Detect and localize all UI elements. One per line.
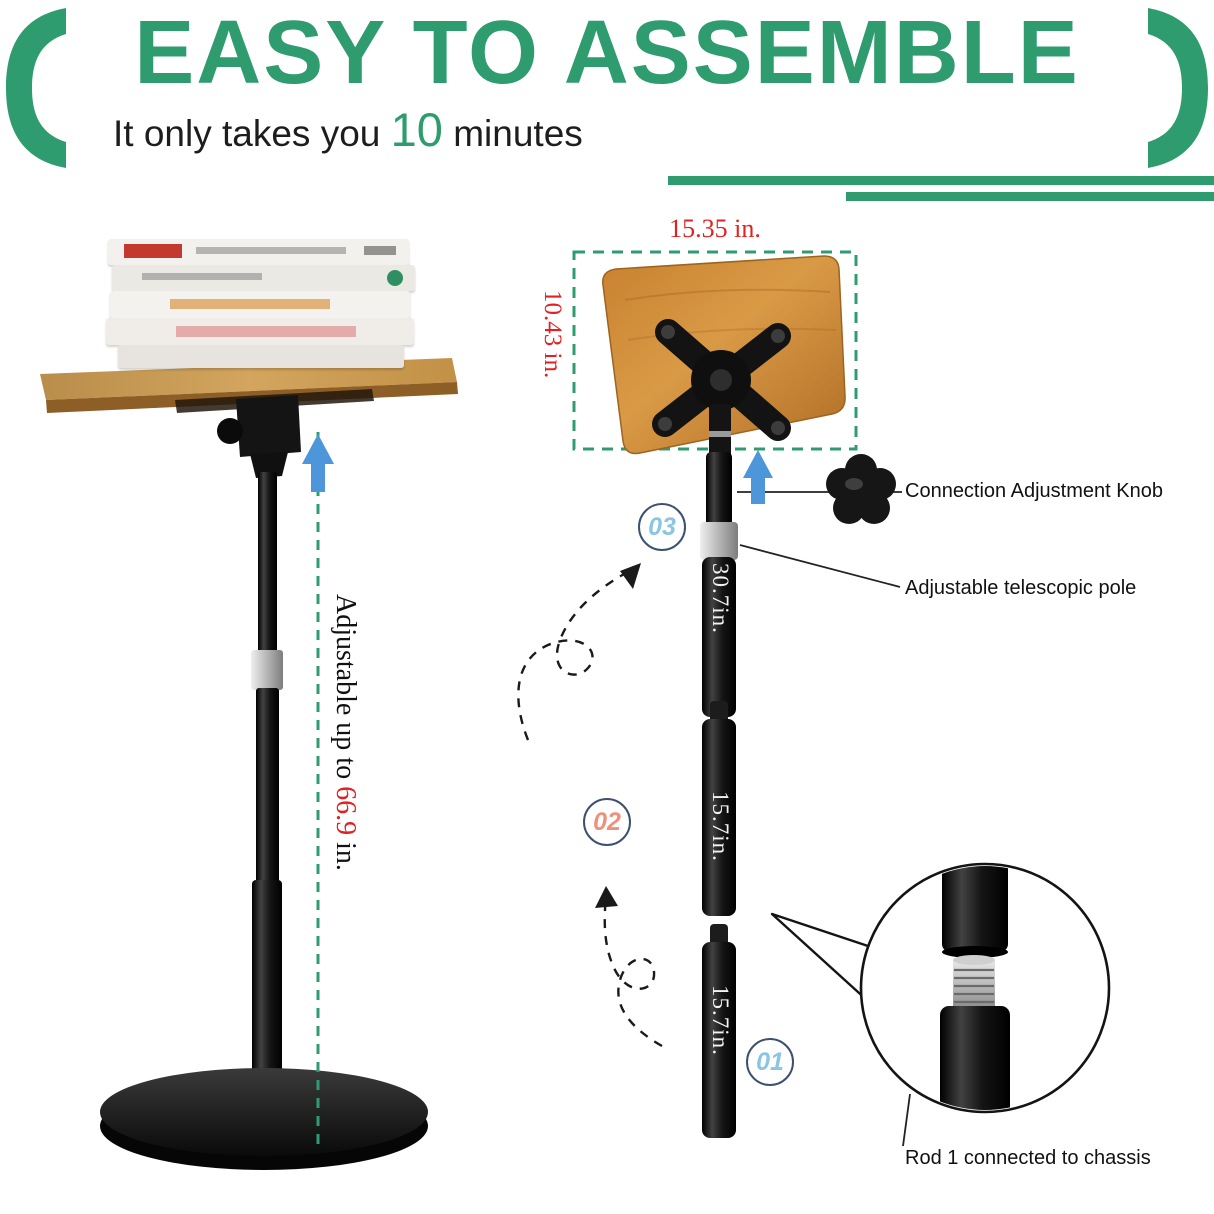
rod-top-collar [700,522,738,560]
up-arrow-icon [302,434,334,492]
page-title: EASY TO ASSEMBLE [134,3,1080,103]
book-spine [112,265,415,291]
up-arrow-icon [743,450,773,504]
adjustable-height-value: 66.9 [330,786,361,836]
pole-lower [252,880,282,1102]
board-stub-band [709,431,731,437]
book-spine-text [196,247,346,254]
adjustable-height-text: Adjustable up to [330,594,361,787]
board-grain [627,327,837,341]
tilt-bracket [236,395,301,457]
swirl-arrow-1 [517,563,641,741]
bracket-left-icon [6,8,66,168]
rod-middle-tip [710,701,728,723]
book-spine-text [170,299,330,309]
rod1-callout-label: Rod 1 connected to chassis [905,1147,1151,1169]
desk-top [40,358,457,400]
knob-callout-label: Connection Adjustment Knob [905,480,1163,502]
rod-middle [702,719,736,916]
telescopic-callout-line [739,544,901,588]
subtitle-text-pre: It only takes you [113,113,391,154]
rod-top-connector [706,452,732,528]
book-spine-accent [387,270,403,286]
rod-bottom-tip [710,924,728,946]
board-width-label: 15.35 in. [669,214,761,243]
rod-bottom [702,942,736,1138]
tilt-knob-icon [217,418,243,444]
bracket-right-icon [1148,8,1208,168]
base-plate [100,1068,428,1156]
adjustable-height-label: Adjustable up to 66.9 in. [329,594,361,871]
telescopic-callout-label: Adjustable telescopic pole [905,577,1137,599]
underline-bar-1 [668,176,1214,185]
step-badge-02: 02 [583,798,631,846]
book-spine-text [364,246,396,255]
subtitle-text-post: minutes [442,113,583,154]
rod-bottom-length-label: 15.7in. [708,985,733,1056]
rod-top-length-label: 30.7in. [708,563,733,634]
book-spine [110,291,410,318]
step-badge-01: 01 [746,1038,794,1086]
rod-top [702,557,736,717]
book-spine [108,239,409,265]
pole-middle [256,688,279,884]
pole-upper [258,472,277,654]
swirl-arrow-2 [595,886,663,1048]
board-height-label: 10.43 in. [539,290,566,379]
rod1-callout-line [902,1093,911,1147]
book-spine [106,318,414,345]
adjustment-knob-icon [826,454,896,524]
adjustable-height-unit: in. [330,835,361,871]
book-spine-accent [124,244,182,258]
subtitle: It only takes you 10 minutes [113,102,583,157]
magnifier-circle [770,862,1111,1147]
assembly-diagram [517,250,1111,1147]
board-grain [624,288,831,301]
book-spine [118,345,404,368]
vesa-mount [652,319,791,441]
underline-bar-2 [846,192,1214,201]
board-outline-dashed [572,250,858,451]
bracket-taper [250,452,288,478]
step-badge-03: 03 [638,503,686,551]
pole-collar [251,650,283,690]
rod-middle-length-label: 15.7in. [708,791,733,862]
book-spine-text [176,326,356,337]
product-photo [40,358,458,1170]
magnifier-rod-detail [940,866,1010,1110]
book-spine-text [142,273,262,280]
subtitle-highlight: 10 [390,103,443,156]
